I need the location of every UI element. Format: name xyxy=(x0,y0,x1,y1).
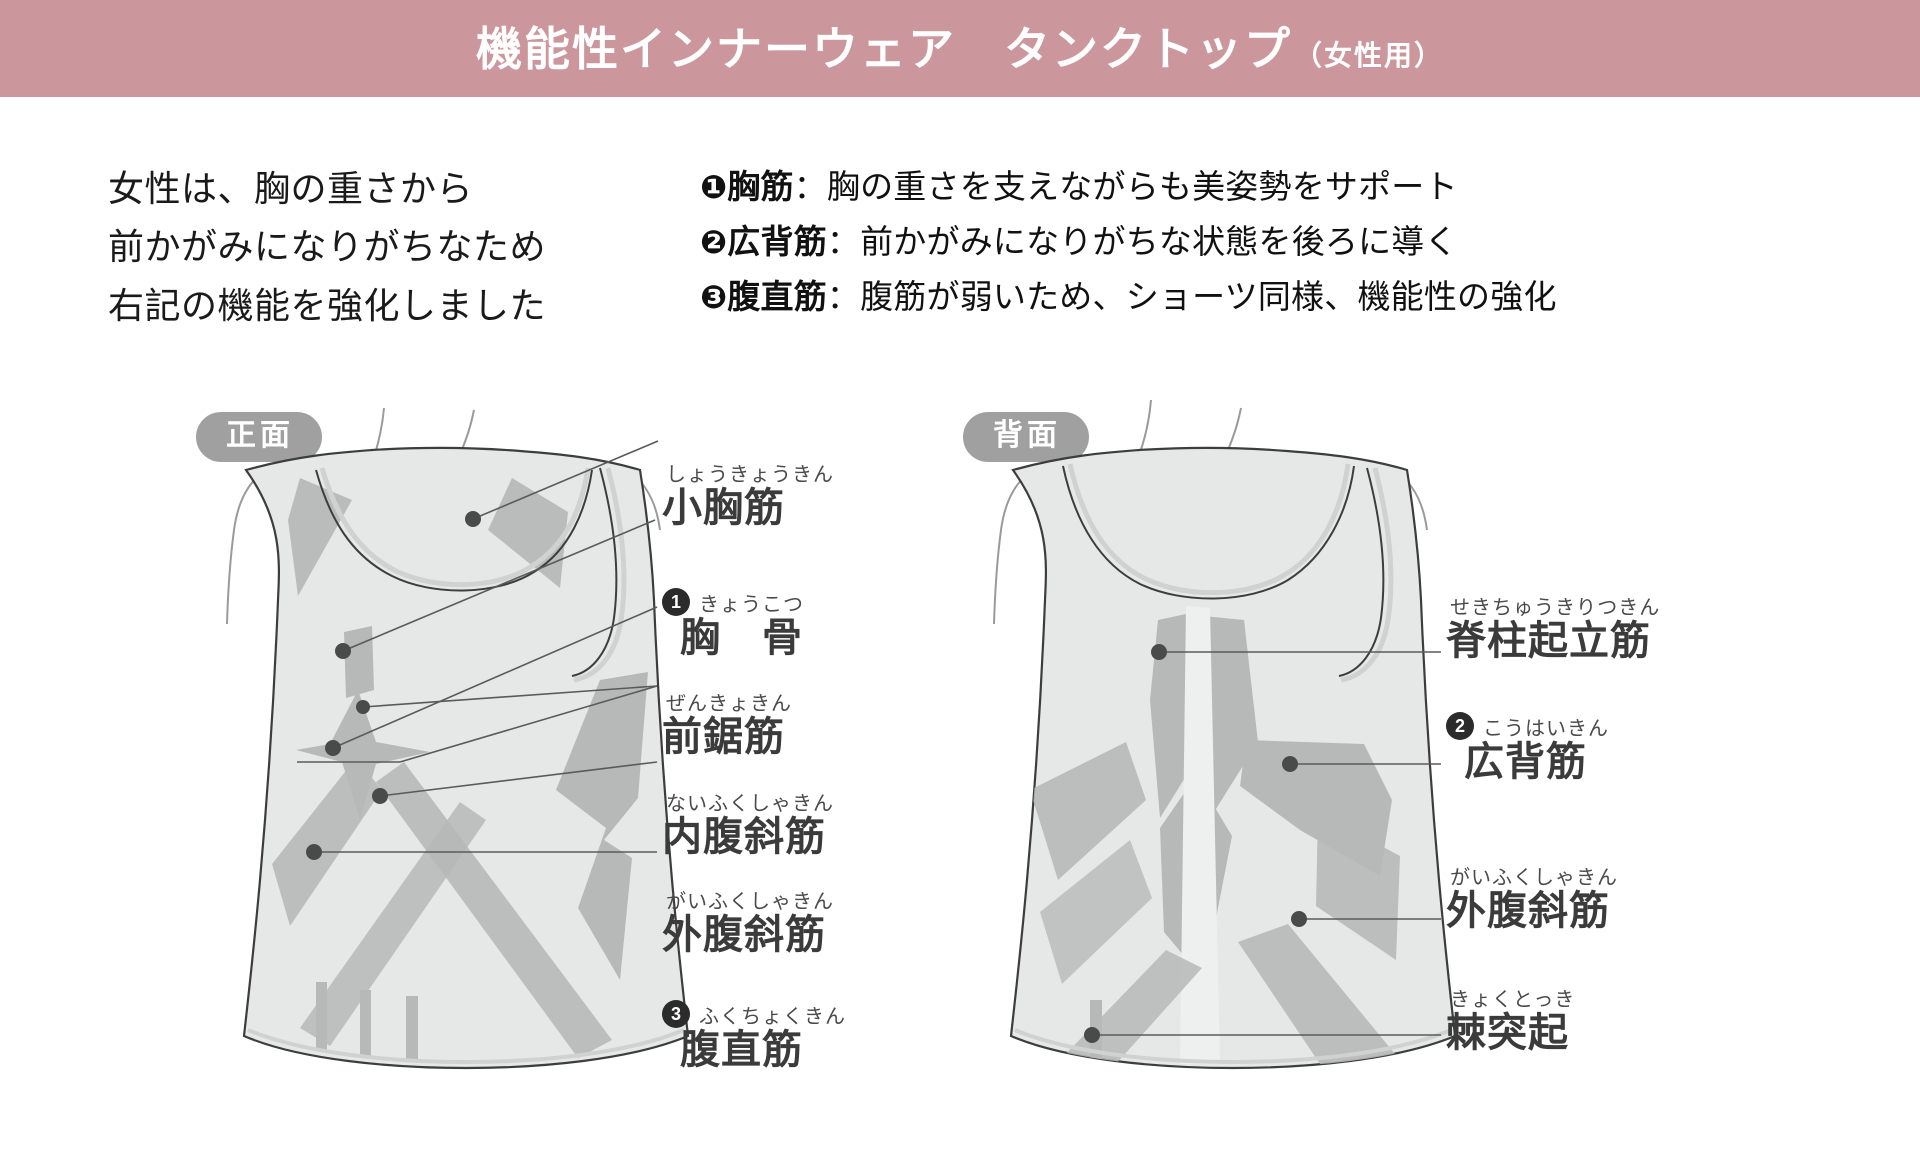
front-garment-body xyxy=(242,446,690,1070)
feature-point-3-desc: 腹筋が弱いため、ショーツ同様、機能性の強化 xyxy=(860,277,1557,315)
feature-point-1: ❶胸筋：胸の重さを支えながらも美姿勢をサポート xyxy=(700,160,1820,215)
back-label-kohaikin-number: 2 xyxy=(1446,712,1474,740)
front-label-fukuchokukin: 3 ふくちょくきん 腹直筋 xyxy=(662,1000,846,1073)
back-label-kohaikin-name: 広背筋 xyxy=(1464,740,1587,784)
front-dot-naifukushakin xyxy=(356,700,370,714)
feature-points-list: ❶胸筋：胸の重さを支えながらも美姿勢をサポート ❷広背筋：前かがみになりがちな状… xyxy=(700,160,1820,324)
back-callout-leaders xyxy=(1092,651,1441,1036)
back-label-kyokutokki-furigana: きょくとっき xyxy=(1450,989,1576,1011)
front-label-fukuchokukin-furigana: ふくちょくきん xyxy=(699,1006,846,1028)
front-label-gaifukushakin: がいふくしゃきん 外腹斜筋 xyxy=(662,892,834,958)
back-callout-dots xyxy=(1084,644,1307,1043)
front-label-fukuchokukin-number: 3 xyxy=(662,1000,690,1028)
back-label-sekichukiritsukin: せきちゅうきりつきん 脊柱起立筋 xyxy=(1446,598,1660,664)
header-title-group: 機能性インナーウェア タンクトップ（女性用） xyxy=(476,26,1444,72)
front-label-kyokotsu: 1 きょうこつ 胸 骨 xyxy=(662,588,804,661)
front-label-shokyokin: しょうきょうきん 小胸筋 xyxy=(662,465,834,531)
front-dot-zenkyokin xyxy=(325,740,341,756)
front-dot-gaifukushakin xyxy=(372,788,388,804)
back-label-sekichukiritsukin-furigana: せきちゅうきりつきん xyxy=(1450,597,1661,619)
front-label-naifukushakin-furigana: ないふくしゃきん xyxy=(666,793,834,815)
front-label-kyokotsu-name: 胸 骨 xyxy=(680,616,803,660)
back-dot-kohaikin xyxy=(1282,756,1298,772)
front-label-naifukushakin-name: 内腹斜筋 xyxy=(662,815,826,859)
front-neckline-inner xyxy=(319,467,591,588)
back-dot-kyokutokki xyxy=(1084,1027,1100,1043)
front-label-kyokotsu-number: 1 xyxy=(662,588,690,616)
feature-point-1-number: ❶ xyxy=(700,169,728,205)
feature-point-1-desc: 胸の重さを支えながらも美姿勢をサポート xyxy=(826,168,1458,205)
feature-point-2-number: ❷ xyxy=(700,223,728,260)
intro-text-block: 女性は、胸の重さから 前かがみになりがちなため 右記の機能を強化しました xyxy=(108,160,668,335)
front-label-shokyokin-furigana: しょうきょうきん xyxy=(666,464,834,486)
view-badge-back: 背面 xyxy=(963,412,1089,462)
intro-line-1: 女性は、胸の重さから xyxy=(108,168,474,209)
front-label-zenkyokin-furigana: ぜんきょきん xyxy=(666,693,792,715)
front-label-gaifukushakin-furigana: がいふくしゃきん xyxy=(666,891,834,913)
front-label-kyokotsu-furigana: きょうこつ xyxy=(699,594,804,616)
feature-point-3-name: 腹直筋 xyxy=(727,277,827,315)
front-label-zenkyokin: ぜんきょきん 前鋸筋 xyxy=(662,694,792,760)
front-garment-illustration xyxy=(226,407,690,1070)
front-label-shokyokin-name: 小胸筋 xyxy=(662,486,785,530)
feature-point-2-name: 広背筋 xyxy=(727,222,827,260)
feature-point-3-sep: ： xyxy=(826,277,861,315)
feature-point-2-desc: 前かがみになりがちな状態を後ろに導く xyxy=(860,222,1458,260)
front-label-zenkyokin-name: 前鋸筋 xyxy=(662,715,785,759)
feature-point-2: ❷広背筋：前かがみになりがちな状態を後ろに導く xyxy=(700,215,1820,270)
front-armhole-right xyxy=(571,467,618,677)
feature-point-3: ❸腹直筋：腹筋が弱いため、ショーツ同様、機能性の強化 xyxy=(700,270,1820,325)
front-label-fukuchokukin-name: 腹直筋 xyxy=(680,1028,803,1072)
front-label-gaifukushakin-name: 外腹斜筋 xyxy=(662,913,826,957)
front-label-naifukushakin: ないふくしゃきん 内腹斜筋 xyxy=(662,794,834,860)
feature-point-1-name: 胸筋 xyxy=(727,168,794,205)
back-label-gaifukushakin-furigana: がいふくしゃきん xyxy=(1450,867,1618,889)
back-label-gaifukushakin: がいふくしゃきん 外腹斜筋 xyxy=(1446,868,1618,934)
back-support-panels xyxy=(1030,606,1400,1064)
front-neckline xyxy=(315,469,593,592)
front-dot-shokyokin xyxy=(465,511,481,527)
front-callout-dots xyxy=(306,511,481,860)
feature-point-1-sep: ： xyxy=(793,168,827,205)
intro-line-2: 前かがみになりがちなため xyxy=(108,226,547,268)
back-neckline xyxy=(1062,465,1355,600)
back-label-gaifukushakin-name: 外腹斜筋 xyxy=(1446,889,1610,933)
front-dot-kyokotsu xyxy=(335,643,351,659)
back-label-kyokutokki-name: 棘突起 xyxy=(1446,1011,1569,1055)
back-hem xyxy=(1014,1028,1452,1065)
back-label-kyokutokki: きょくとっき 棘突起 xyxy=(1446,990,1575,1056)
back-garment-body xyxy=(1009,446,1457,1070)
back-neckline-inner xyxy=(1067,463,1351,596)
back-label-kohaikin: 2 こうはいきん 広背筋 xyxy=(1446,712,1609,785)
back-label-sekichukiritsukin-name: 脊柱起立筋 xyxy=(1446,619,1651,663)
page-title: 機能性インナーウェア タンクトップ xyxy=(475,22,1292,75)
feature-point-3-number: ❸ xyxy=(700,278,728,315)
back-dot-gaifukushakin xyxy=(1291,911,1307,927)
back-dot-sekichu xyxy=(1151,644,1167,660)
intro-line-3: 右記の機能を強化しました xyxy=(108,284,547,326)
page-title-suffix: （女性用） xyxy=(1293,39,1444,71)
front-hem xyxy=(247,1028,685,1065)
front-support-panels xyxy=(272,478,648,1060)
back-armhole-right xyxy=(1338,467,1385,677)
back-label-kohaikin-furigana: こうはいきん xyxy=(1483,718,1609,740)
feature-point-2-sep: ： xyxy=(826,222,861,260)
view-badge-front: 正面 xyxy=(196,412,322,462)
front-callout-leaders xyxy=(297,440,659,853)
page-header: 機能性インナーウェア タンクトップ（女性用） xyxy=(0,0,1920,97)
front-dot-fukuchokukin xyxy=(306,844,322,860)
back-garment-illustration xyxy=(993,399,1457,1070)
